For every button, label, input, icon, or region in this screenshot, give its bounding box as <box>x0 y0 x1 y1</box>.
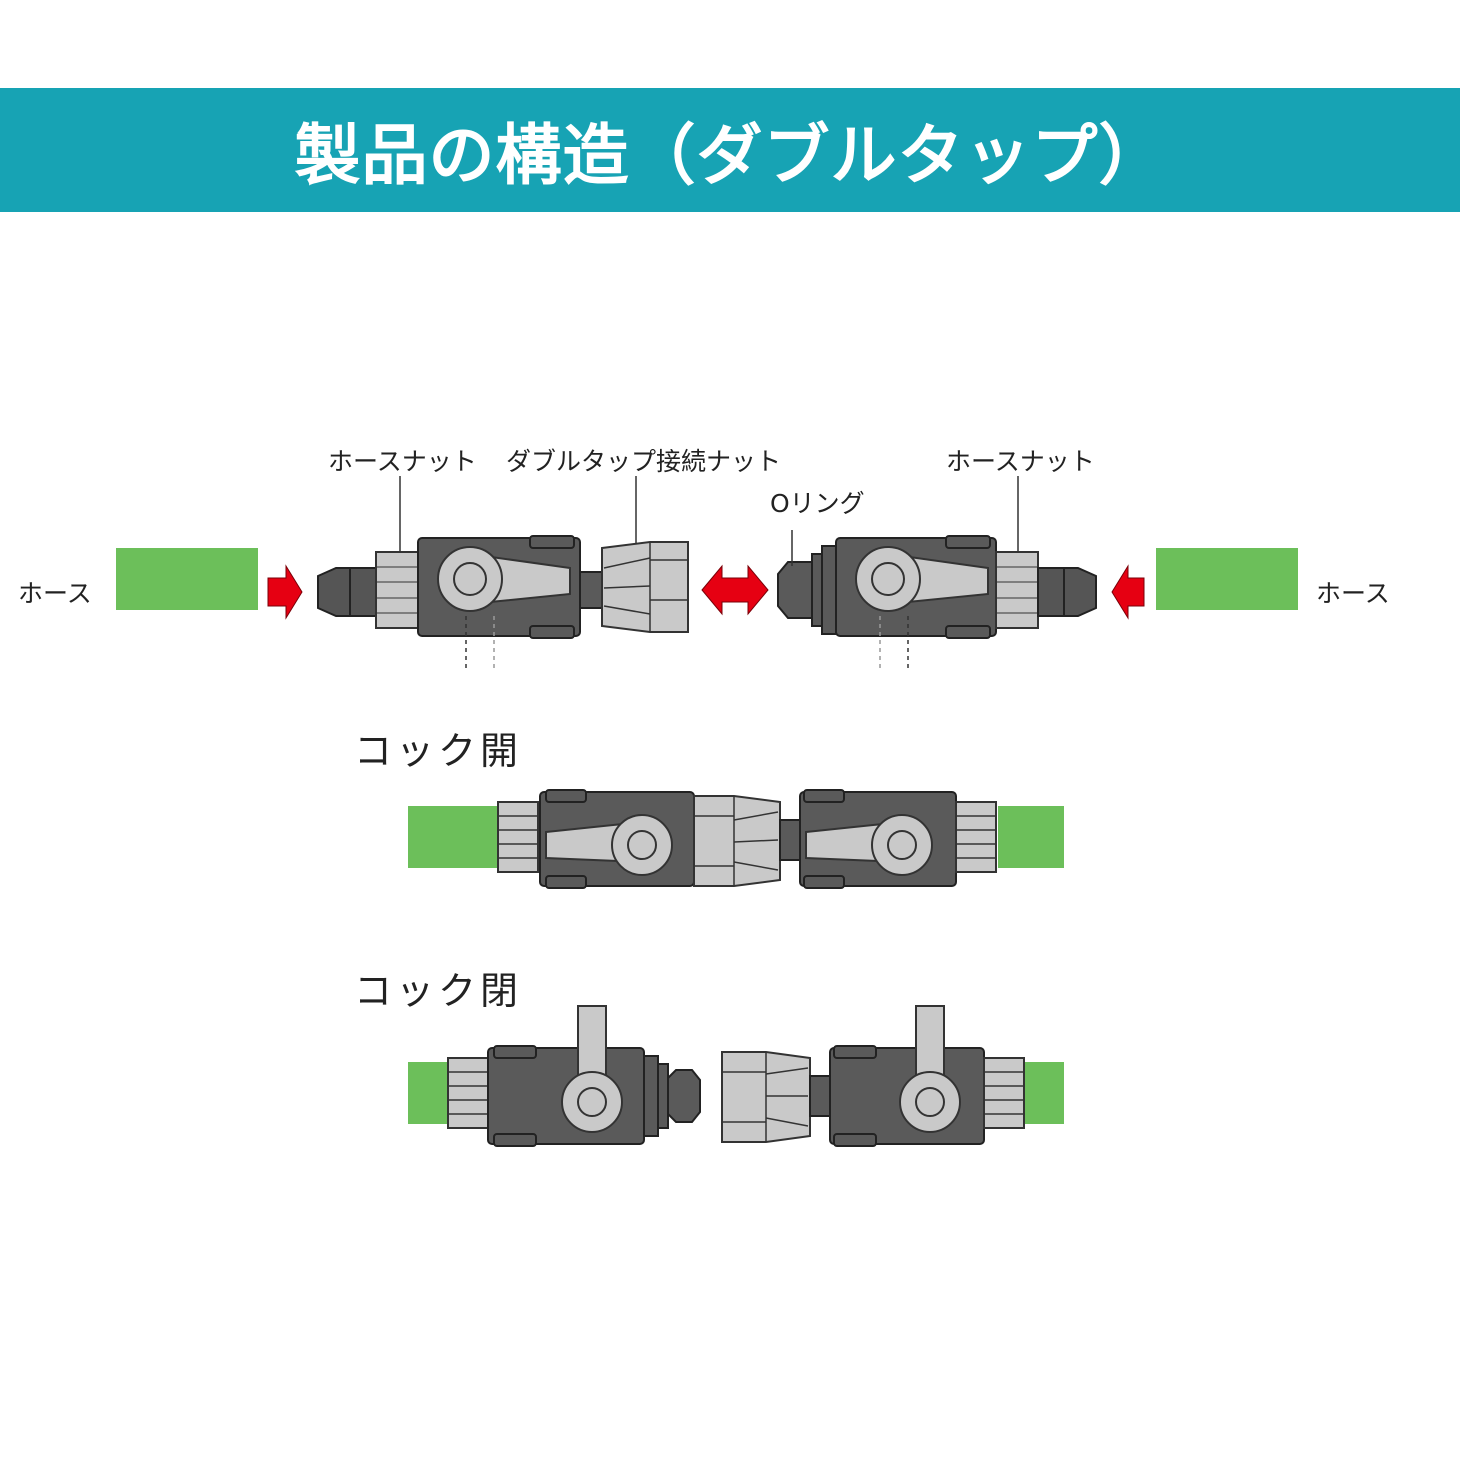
hose-left <box>116 548 258 610</box>
hose-right <box>1156 548 1298 610</box>
arrow-right-icon <box>267 564 303 620</box>
hose-nut-left <box>375 551 419 629</box>
hose-barb-right <box>1037 567 1097 617</box>
label-hose-nut-left: ホースナット <box>328 447 477 476</box>
header-banner: 製品の構造（ダブルタップ） <box>0 88 1460 212</box>
o-ring-fitting <box>777 561 813 619</box>
section-title-open: コック開 <box>354 729 523 773</box>
connector-nut <box>601 541 689 633</box>
arrow-left-icon <box>1111 564 1145 620</box>
hose-nut-right <box>995 551 1039 629</box>
label-hose-right: ホース <box>1316 579 1390 608</box>
label-hose-nut-right: ホースナット <box>946 447 1095 476</box>
label-hose-left: ホース <box>18 579 92 608</box>
hose-barb-left <box>317 567 377 617</box>
label-connector-nut: ダブルタップ接続ナット <box>506 447 782 476</box>
assembly-closed <box>408 1005 1064 1147</box>
page-title: 製品の構造（ダブルタップ） <box>294 117 1166 194</box>
section-title-closed: コック閉 <box>354 969 523 1013</box>
label-o-ring: Oリング <box>770 489 865 518</box>
double-arrow-icon <box>701 564 769 616</box>
assembly-open <box>408 789 1064 889</box>
valve-body-left <box>417 535 581 639</box>
valve-body-right <box>835 535 997 639</box>
